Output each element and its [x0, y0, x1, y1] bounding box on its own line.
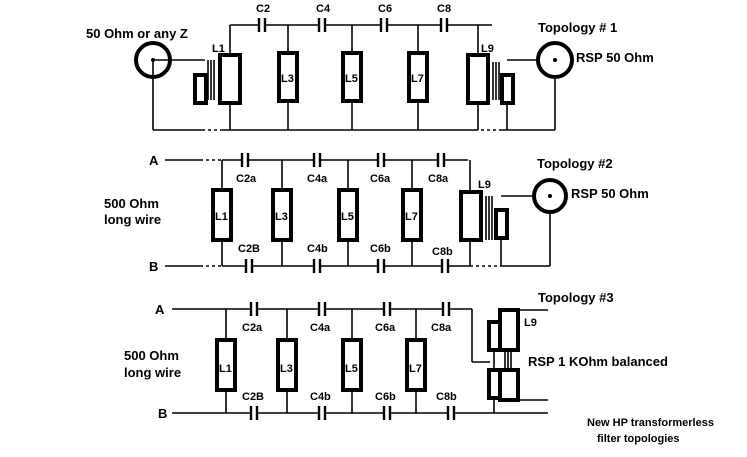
t2-node-b: B — [149, 259, 158, 274]
c4a-label-t3: C4a — [310, 322, 331, 334]
l7-coil-t2 — [401, 188, 423, 242]
c8a-label-t2: C8a — [428, 173, 449, 185]
cap-c4b-t2 — [312, 259, 322, 273]
l1-label-t1: L1 — [212, 43, 225, 55]
c2a-label-t2: C2a — [236, 173, 257, 185]
t2-node-a: A — [149, 153, 159, 168]
l3-label-t3: L3 — [280, 363, 293, 375]
topology-3: A B 500 Ohm long wire L1 L3 L5 L7 C2a C4… — [124, 290, 668, 421]
c8b-label-t3: C8b — [436, 391, 457, 403]
cap-c8b-t2 — [440, 259, 450, 273]
c6b-label-t3: C6b — [375, 391, 396, 403]
l3-coil-t1 — [277, 51, 299, 103]
l7-coil-t1 — [407, 51, 429, 103]
c2a-label-t3: C2a — [242, 322, 263, 334]
footnote-line2: filter topologies — [597, 433, 680, 445]
t3-node-b: B — [158, 406, 167, 421]
t3-title: Topology #3 — [538, 290, 614, 305]
cap-c8a-t3 — [441, 302, 451, 316]
cap-c6a-t3 — [382, 302, 392, 316]
l9-coil-t2 — [459, 190, 483, 242]
c4b-label-t3: C4b — [310, 391, 331, 403]
l5-coil-t2 — [337, 188, 359, 242]
t2-source-line2: long wire — [104, 212, 161, 227]
t1-load-label: RSP 50 Ohm — [576, 50, 654, 65]
l1-coil — [218, 53, 242, 105]
c4b-label-t2: C4b — [307, 243, 328, 255]
c2b-label-t2: C2B — [238, 243, 260, 255]
l9-secondary-top-t3 — [498, 308, 520, 352]
cap-c6 — [379, 18, 389, 32]
c4-label: C4 — [316, 3, 331, 15]
l9-secondary-t2 — [494, 208, 509, 240]
l5-label-t1: L5 — [345, 73, 358, 85]
c2b-label-t3: C2B — [242, 391, 264, 403]
t2-load-label: RSP 50 Ohm — [571, 186, 649, 201]
l7-coil-t3 — [405, 338, 427, 392]
l1-label-t3: L1 — [219, 363, 232, 375]
c4a-label-t2: C4a — [307, 173, 328, 185]
l5-label-t3: L5 — [345, 363, 358, 375]
cap-c8a-t2 — [436, 153, 446, 167]
t3-load-label: RSP 1 KOhm balanced — [528, 354, 668, 369]
cap-c2 — [257, 18, 267, 32]
cap-c6a-t2 — [376, 153, 386, 167]
l1-coil-t3 — [215, 338, 237, 392]
cap-c6b-t2 — [376, 259, 386, 273]
l9-coil-t1 — [466, 53, 490, 105]
l3-label-t1: L3 — [281, 73, 294, 85]
l7-label-t1: L7 — [411, 73, 424, 85]
cap-c2a-t3 — [249, 302, 259, 316]
cap-c8 — [439, 18, 449, 32]
cap-c4 — [317, 18, 327, 32]
cap-c2b-t2 — [244, 259, 254, 273]
topology-1: L1 C2 C4 C6 C8 L3 L5 L7 L9 — [86, 3, 654, 131]
l3-coil-t3 — [276, 338, 298, 392]
l3-coil-t2 — [271, 188, 293, 242]
l1-coil-t2 — [211, 188, 233, 242]
l9-secondary-t1 — [500, 73, 515, 105]
c6a-label-t2: C6a — [370, 173, 391, 185]
t3-source-line2: long wire — [124, 365, 181, 380]
topology-2: A B 500 Ohm long wire L1 L3 L5 L7 C2a C4… — [104, 153, 649, 274]
t3-node-a: A — [155, 302, 165, 317]
c6-label: C6 — [378, 3, 392, 15]
cap-c4a-t3 — [317, 302, 327, 316]
c8-label: C8 — [437, 3, 451, 15]
l7-label-t2: L7 — [405, 211, 418, 223]
c2-label: C2 — [256, 3, 270, 15]
cap-c2b-t3 — [249, 406, 259, 420]
l5-coil-t1 — [341, 51, 363, 103]
l9-label-t2: L9 — [478, 179, 491, 191]
l1-label-t2: L1 — [215, 211, 228, 223]
t2-source-line1: 500 Ohm — [104, 196, 159, 211]
footnote-line1: New HP transformerless — [587, 417, 714, 429]
l5-label-t2: L5 — [341, 211, 354, 223]
l9-label-t1: L9 — [481, 43, 494, 55]
cap-c4b-t3 — [317, 406, 327, 420]
l1-primary — [193, 73, 208, 105]
cap-c6b-t3 — [382, 406, 392, 420]
t1-title: Topology # 1 — [538, 20, 617, 35]
cap-c8b-t3 — [446, 406, 456, 420]
c6b-label-t2: C6b — [370, 243, 391, 255]
c8b-label-t2: C8b — [432, 246, 453, 258]
cap-c4a-t2 — [312, 153, 322, 167]
l9-label-t3: L9 — [524, 317, 537, 329]
l5-coil-t3 — [341, 338, 363, 392]
t2-title: Topology #2 — [537, 156, 613, 171]
l9-secondary-bot-t3 — [498, 368, 520, 402]
cap-c2a-t2 — [240, 153, 250, 167]
t3-source-line1: 500 Ohm — [124, 348, 179, 363]
l7-label-t3: L7 — [409, 363, 422, 375]
c8a-label-t3: C8a — [431, 322, 452, 334]
l3-label-t2: L3 — [275, 211, 288, 223]
c6a-label-t3: C6a — [375, 322, 396, 334]
t1-source-label: 50 Ohm or any Z — [86, 26, 188, 41]
